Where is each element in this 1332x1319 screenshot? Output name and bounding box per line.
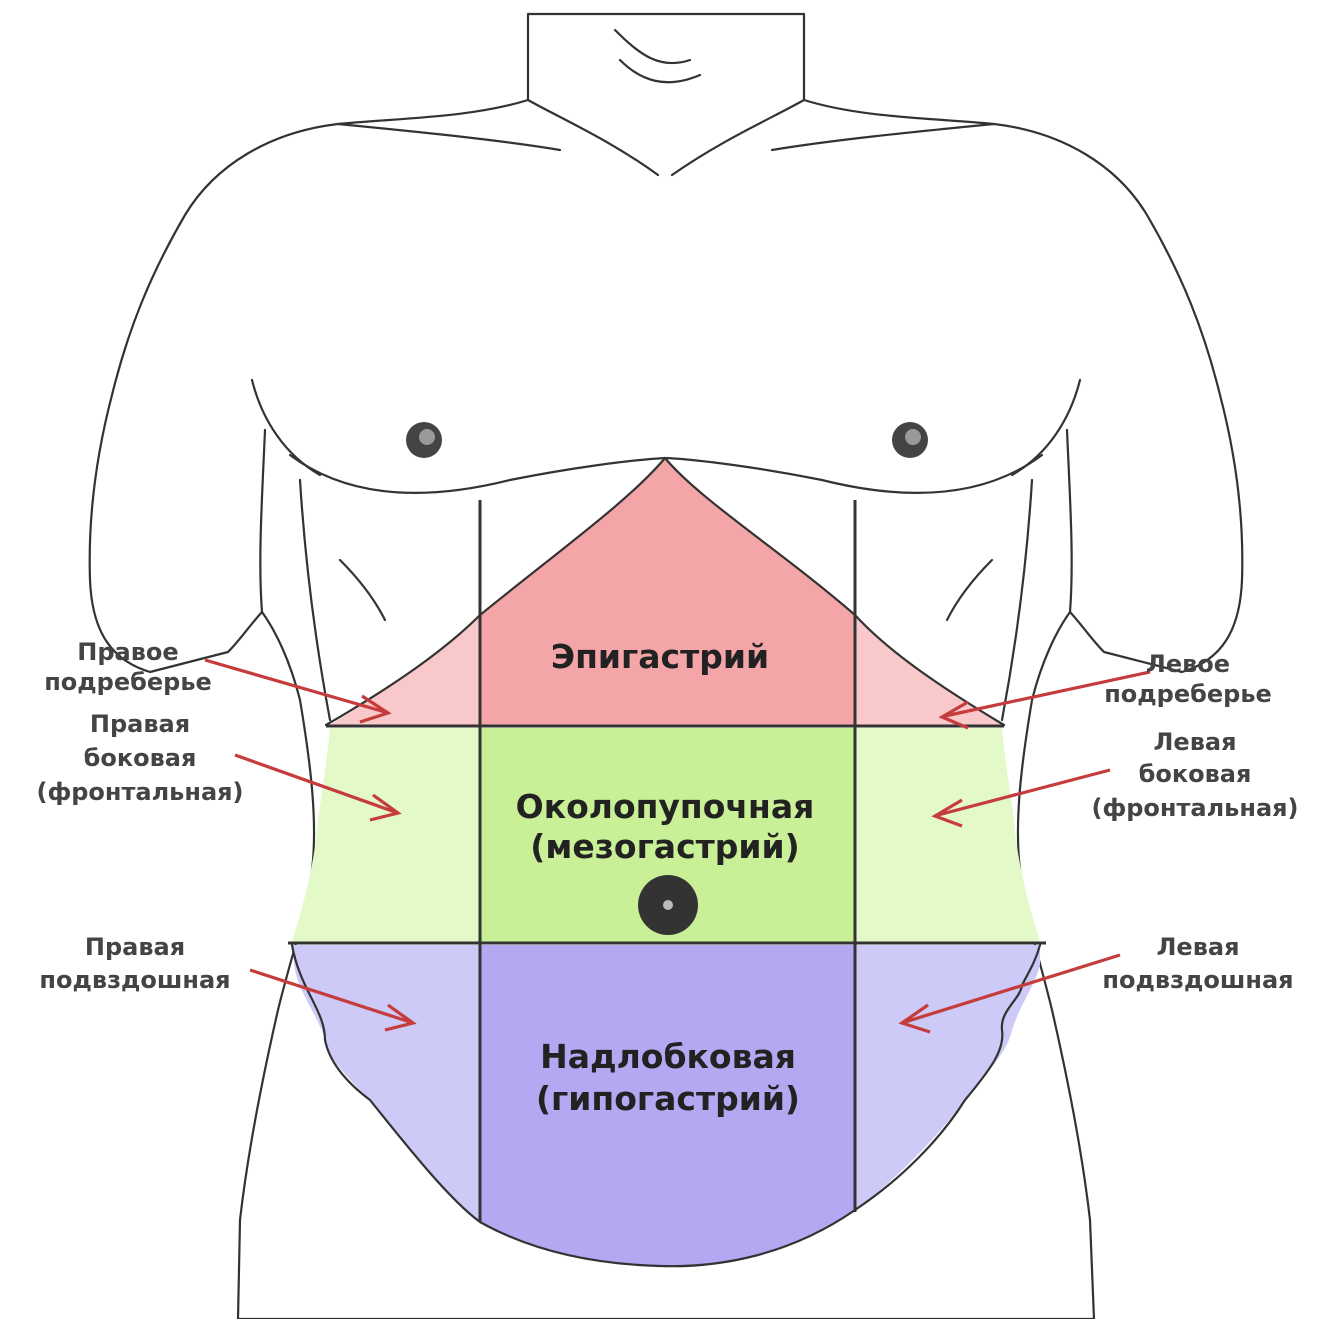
left-iliac-label-line1: Левая — [1156, 933, 1239, 961]
clavicle-line — [772, 124, 994, 150]
muscle-line — [947, 560, 992, 620]
throat-line — [615, 30, 690, 63]
epigastric-region — [480, 458, 855, 725]
arrow-right-hypochondrium — [205, 660, 385, 712]
nipple-highlight — [419, 429, 435, 445]
muscle-line — [340, 560, 385, 620]
neck-line — [672, 100, 804, 175]
right-lateral-label-line3: (фронтальная) — [36, 778, 243, 806]
pectoral-line — [290, 455, 665, 493]
right-iliac-label-line1: Правая — [85, 933, 185, 961]
right-lateral-region — [292, 728, 480, 942]
left-iliac-label-line2: подвздошная — [1102, 966, 1293, 994]
rib-side-line — [1002, 480, 1032, 720]
hypogastric-label-line2: (гипогастрий) — [536, 1079, 800, 1118]
nipple-highlight — [905, 429, 921, 445]
left-iliac-region — [855, 945, 1040, 1210]
right-iliac-label-line2: подвздошная — [39, 966, 230, 994]
left-lateral-label-line3: (фронтальная) — [1091, 794, 1298, 822]
armpit-line — [1012, 380, 1080, 475]
arm-line — [260, 430, 265, 612]
left-lateral-region — [855, 728, 1040, 942]
left-hypochondrium-label-line1: Левое — [1146, 650, 1230, 678]
clavicle-line — [338, 124, 560, 150]
mesogastric-label-line1: Околопупочная — [516, 787, 815, 826]
epigastric-label: Эпигастрий — [551, 637, 769, 676]
rib-side-line — [300, 480, 330, 720]
right-lateral-label-line1: Правая — [90, 710, 190, 738]
navel-center — [663, 900, 673, 910]
neck-line — [528, 100, 658, 175]
left-lateral-label-line2: боковая — [1139, 760, 1252, 788]
mesogastric-label-line2: (мезогастрий) — [530, 827, 799, 866]
pectoral-line — [667, 455, 1042, 493]
armpit-line — [252, 380, 320, 475]
left-lateral-label-line1: Левая — [1153, 728, 1236, 756]
hypogastric-label-line1: Надлобковая — [540, 1037, 796, 1076]
arm-line — [1067, 430, 1072, 612]
throat-line — [620, 60, 700, 82]
right-iliac-region — [292, 945, 480, 1222]
right-hypochondrium-label-line2: подреберье — [44, 668, 212, 696]
left-hypochondrium-label-line2: подреберье — [1104, 680, 1272, 708]
right-lateral-label-line2: боковая — [84, 744, 197, 772]
right-hypochondrium-label-line1: Правое — [77, 638, 178, 666]
